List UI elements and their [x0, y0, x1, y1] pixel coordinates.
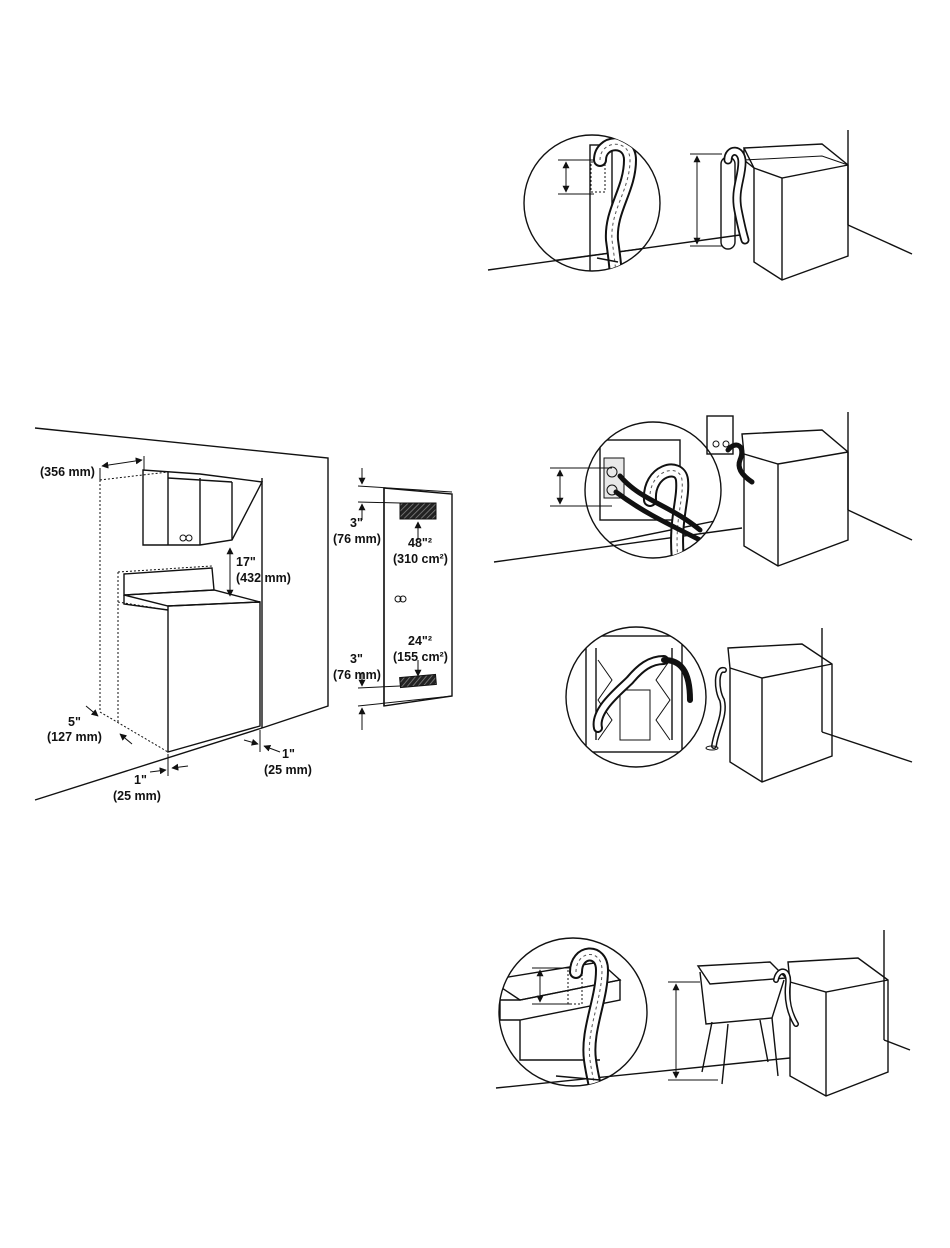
label-17in: 17": [236, 555, 256, 569]
upper-vent: [400, 503, 436, 519]
label-432mm: (432 mm): [236, 571, 291, 585]
label-3in-top: 3": [350, 516, 363, 530]
label-76mm-bottom: (76 mm): [333, 668, 381, 682]
label-25mm-right: (25 mm): [264, 763, 312, 777]
label-24in2: 24"²: [408, 634, 432, 648]
label-76mm-top: (76 mm): [333, 532, 381, 546]
label-155cm2: (155 cm²): [393, 650, 448, 664]
door-vent-diagram: 3" (76 mm) 48"² (310 cm²) 24"² (155 cm²)…: [333, 468, 452, 730]
label-25mm-left: (25 mm): [113, 789, 161, 803]
label-1in-left: 1": [134, 773, 147, 787]
label-3in-bottom: 3": [350, 652, 363, 666]
laundry-tub-figure: [490, 930, 910, 1100]
label-127mm: (127 mm): [47, 730, 102, 744]
standpipe-figure: [488, 130, 912, 280]
laundry-box-figure: [494, 412, 912, 566]
label-356mm: (356 mm): [40, 465, 95, 479]
lower-vent: [400, 674, 437, 687]
label-1in-right: 1": [282, 747, 295, 761]
label-48in2: 48"²: [408, 536, 432, 550]
label-5in: 5": [68, 715, 81, 729]
floor-drain-figure: [566, 627, 912, 782]
label-310cm2: (310 cm²): [393, 552, 448, 566]
closet-diagram: (356 mm) 17" (432 mm) 5" (127 mm) 1" (25…: [35, 428, 328, 803]
